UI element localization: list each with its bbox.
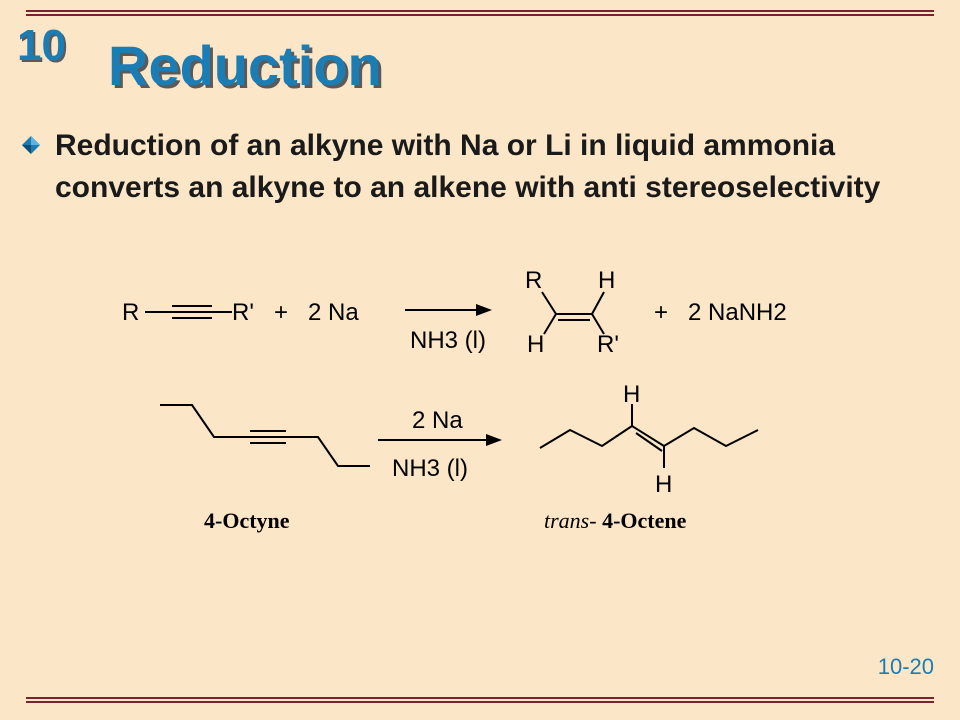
r1-arrow bbox=[405, 304, 492, 316]
top-rule bbox=[26, 10, 934, 17]
r1-product-top-left: R bbox=[525, 267, 542, 294]
r1-reagent: 2 Na bbox=[308, 299, 359, 326]
product-name-caption: trans- 4-Octene bbox=[544, 508, 687, 533]
octene-structure bbox=[539, 404, 759, 468]
r1-reactant-right: R' bbox=[232, 299, 254, 326]
r1-product-bottom-right: R' bbox=[597, 331, 619, 358]
r1-product-top-right: H bbox=[598, 267, 615, 294]
bullet-text: Reduction of an alkyne with Na or Li in … bbox=[55, 129, 881, 204]
r2-arrow bbox=[378, 434, 502, 446]
octyne-structure bbox=[160, 404, 370, 467]
reactant-name-caption: 4-Octyne bbox=[204, 508, 290, 533]
r2-conditions: NH3 (l) bbox=[392, 455, 468, 482]
r1-reactant-left: R bbox=[122, 299, 139, 326]
r1-triple-bond bbox=[145, 305, 232, 319]
r1-alkene-product: R H H R' bbox=[525, 267, 619, 358]
slide-number: 10-20 bbox=[877, 654, 934, 679]
r1-product-bottom-left: H bbox=[527, 331, 544, 358]
r1-plus-2: + bbox=[654, 299, 668, 326]
r1-plus-1: + bbox=[274, 299, 288, 326]
product-name-main: 4-Octene bbox=[597, 508, 687, 533]
r1-byproduct: 2 NaNH2 bbox=[688, 299, 787, 326]
reaction-2: 2 Na NH3 (l) H H 4-Octyne trans- 4-Octen… bbox=[160, 381, 759, 533]
chapter-number: 10 bbox=[17, 21, 66, 70]
r2-product-h-top: H bbox=[623, 381, 640, 408]
slide-title: Reduction bbox=[108, 34, 382, 97]
r2-reagent: 2 Na bbox=[412, 407, 463, 434]
reaction-1: R R' + 2 Na NH3 (l) R H H R' bbox=[122, 267, 787, 358]
diamond-bullet-icon bbox=[22, 136, 40, 154]
product-name-prefix: trans- bbox=[544, 508, 597, 533]
r2-product-h-bottom: H bbox=[655, 471, 672, 498]
r1-conditions: NH3 (l) bbox=[410, 327, 486, 354]
bottom-rule bbox=[26, 697, 934, 704]
